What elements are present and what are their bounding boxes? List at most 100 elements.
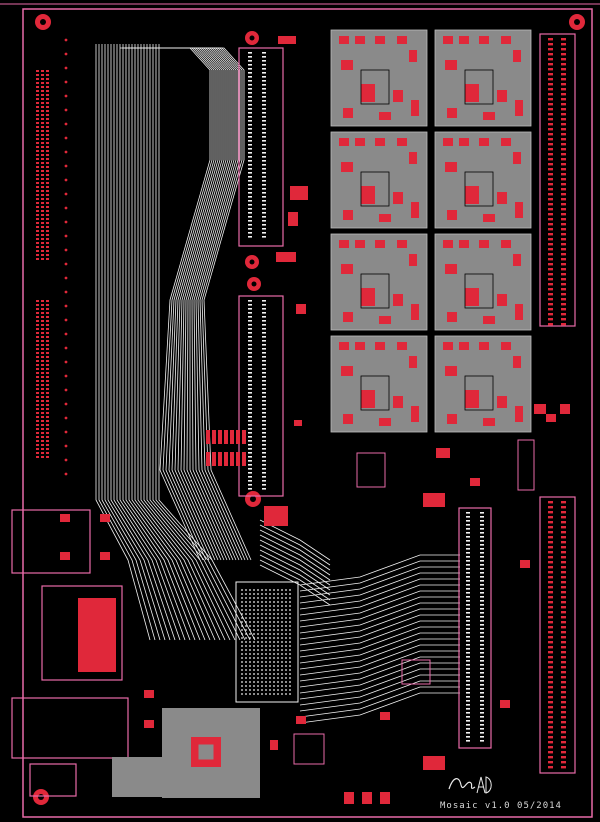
smd-pad bbox=[60, 552, 70, 560]
pin bbox=[248, 332, 252, 334]
bga-ball bbox=[273, 657, 275, 659]
pin bbox=[466, 724, 470, 726]
pin bbox=[561, 98, 566, 101]
module-pad bbox=[447, 108, 457, 118]
pin bbox=[248, 408, 252, 410]
bga-ball bbox=[277, 589, 279, 591]
pin bbox=[548, 716, 553, 719]
header-pin bbox=[36, 384, 39, 386]
bga-ball bbox=[265, 681, 267, 683]
bga-ball bbox=[257, 689, 259, 691]
bga-ball bbox=[245, 653, 247, 655]
pin bbox=[248, 384, 252, 386]
pin bbox=[466, 628, 470, 630]
bga-ball bbox=[277, 677, 279, 679]
smd-pad bbox=[60, 514, 70, 522]
pin bbox=[262, 340, 266, 342]
bga-ball bbox=[257, 617, 259, 619]
pin bbox=[480, 692, 484, 694]
module-pad bbox=[409, 152, 417, 164]
pin bbox=[262, 352, 266, 354]
header-pin bbox=[36, 146, 39, 148]
pin bbox=[548, 103, 553, 106]
header-pin bbox=[36, 242, 39, 244]
pin bbox=[466, 556, 470, 558]
module-ic bbox=[464, 171, 494, 207]
pin bbox=[548, 691, 553, 694]
pin bbox=[548, 521, 553, 524]
smd-pad bbox=[362, 792, 372, 804]
pin bbox=[466, 740, 470, 742]
header-pin bbox=[41, 114, 44, 116]
pin bbox=[466, 656, 470, 658]
smd-pad bbox=[264, 506, 288, 526]
pin bbox=[466, 676, 470, 678]
header-pin bbox=[46, 146, 49, 148]
bga-ball bbox=[249, 601, 251, 603]
pin bbox=[248, 76, 252, 78]
pin bbox=[248, 216, 252, 218]
pin bbox=[466, 608, 470, 610]
pin bbox=[262, 380, 266, 382]
bga-ball bbox=[265, 685, 267, 687]
bga-ball bbox=[277, 593, 279, 595]
hole-centers bbox=[38, 19, 580, 800]
header-pin bbox=[46, 234, 49, 236]
bga-ball bbox=[257, 673, 259, 675]
header-pin bbox=[41, 178, 44, 180]
bga-ball bbox=[273, 661, 275, 663]
bga-ball bbox=[277, 617, 279, 619]
module-pad bbox=[409, 356, 417, 368]
pin bbox=[561, 561, 566, 564]
signal-trace bbox=[259, 544, 331, 586]
header-pin bbox=[36, 424, 39, 426]
header-pin bbox=[46, 82, 49, 84]
smd-pad bbox=[144, 720, 154, 728]
pin bbox=[480, 628, 484, 630]
pin bbox=[561, 203, 566, 206]
smd-pad bbox=[344, 792, 354, 804]
pin bbox=[248, 72, 252, 74]
bga-ball bbox=[253, 669, 255, 671]
pin bbox=[561, 108, 566, 111]
bga-ball bbox=[273, 629, 275, 631]
pin bbox=[262, 308, 266, 310]
pin bbox=[248, 200, 252, 202]
pin bbox=[548, 263, 553, 266]
module-pad bbox=[341, 60, 353, 70]
pin bbox=[561, 313, 566, 316]
signal-trace bbox=[119, 44, 191, 641]
bga-ball bbox=[289, 641, 291, 643]
bga-ball bbox=[265, 649, 267, 651]
bga-ball bbox=[241, 681, 243, 683]
pin bbox=[480, 724, 484, 726]
via bbox=[64, 388, 68, 392]
pin bbox=[262, 168, 266, 170]
bga-ball bbox=[253, 665, 255, 667]
module-pad bbox=[515, 304, 523, 320]
pin bbox=[548, 506, 553, 509]
pin bbox=[561, 188, 566, 191]
header-pin bbox=[41, 388, 44, 390]
header-pin bbox=[46, 246, 49, 248]
header-pin bbox=[46, 178, 49, 180]
smd-pad bbox=[534, 404, 546, 414]
pin bbox=[262, 164, 266, 166]
module-ic bbox=[360, 171, 390, 207]
pin bbox=[248, 308, 252, 310]
pin bbox=[561, 596, 566, 599]
bga-ball bbox=[269, 621, 271, 623]
pin bbox=[548, 701, 553, 704]
bga-ball bbox=[281, 657, 283, 659]
pin bbox=[561, 93, 566, 96]
bga-ball bbox=[273, 689, 275, 691]
header-pin bbox=[46, 384, 49, 386]
header-pin bbox=[46, 320, 49, 322]
bga-ball bbox=[253, 673, 255, 675]
bga-ball bbox=[281, 649, 283, 651]
module-pad bbox=[379, 316, 391, 324]
pin bbox=[248, 320, 252, 322]
pin bbox=[548, 138, 553, 141]
pin bbox=[548, 253, 553, 256]
smd-pad bbox=[224, 430, 228, 444]
